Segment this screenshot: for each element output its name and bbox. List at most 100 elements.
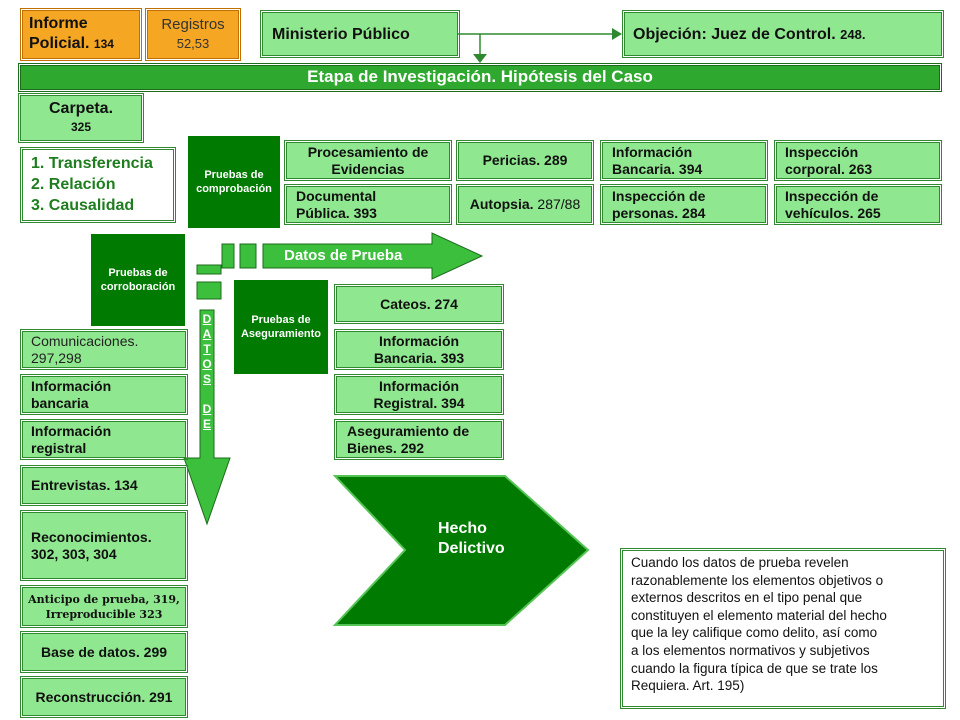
pruebas-corroboracion-box: Pruebas de corroboración <box>91 234 185 326</box>
datos-de-prueba-label: Datos de Prueba <box>284 247 403 264</box>
entrevistas-line1: Entrevistas. 134 <box>31 477 138 493</box>
ministerio-label: Ministerio Público <box>272 25 410 43</box>
aseguramiento-line1: Pruebas de <box>251 314 311 326</box>
etapa-banner: Etapa de Investigación. Hipótesis del Ca… <box>18 63 942 92</box>
datos-letter-o: O <box>202 357 212 371</box>
hecho-delictivo-label: Hecho Delictivo <box>438 519 505 559</box>
pruebas-comprobacion-box: Pruebas de comprobación <box>188 136 280 228</box>
corr-registral-line1: Información <box>31 422 112 439</box>
datos-letter-s: S <box>202 372 211 386</box>
connector-square-1 <box>221 243 235 269</box>
corr-bancaria-line1: Información <box>31 377 112 394</box>
hecho-line2: Delictivo <box>438 540 505 557</box>
objecion-label: Objeción: Juez de Control. <box>633 25 836 43</box>
corroboracion-line1: Pruebas de <box>108 267 168 279</box>
aseguramiento-item-informacion-registral: Información Registral. 394 <box>334 374 504 415</box>
connector-square-2 <box>239 243 257 269</box>
corroboracion-item-informacion-bancaria: Información bancaria <box>20 374 188 415</box>
datos-letter-t: T <box>203 342 211 356</box>
registros-line2: 52,53 <box>176 36 210 51</box>
insp-corporal-line1: Inspección <box>785 143 859 160</box>
objecion-num: 248. <box>840 26 866 42</box>
documental-line2: Pública. 393 <box>296 204 377 221</box>
autopsia-line1: Autopsia. <box>469 196 534 212</box>
reconstruccion-line1: Reconstrucción. 291 <box>35 688 173 705</box>
nota-line-5: que la ley califique como delito, así co… <box>631 625 878 641</box>
aseg-registral-line1: Información <box>378 377 460 394</box>
arrowhead-banner <box>473 54 487 63</box>
autopsia-line2: 287/88 <box>537 196 581 212</box>
hipotesis-causalidad: 3. Causalidad <box>31 197 135 214</box>
comunicaciones-line2: 297,298 <box>31 349 82 366</box>
cateos-line1: Cateos. 274 <box>380 295 458 312</box>
corroboracion-line2: corroboración <box>100 281 176 293</box>
arrowhead-objecion <box>612 28 622 40</box>
corroboracion-item-comunicaciones: Comunicaciones. 297,298 <box>20 329 188 370</box>
anticipo-line1: Anticipo de prueba, 319, <box>28 592 180 606</box>
ministerio-publico-box: Ministerio Público <box>260 10 460 58</box>
nota-line-2: razonablemente los elementos objetivos o <box>631 572 884 588</box>
informe-num: 134 <box>93 37 114 51</box>
comprobacion-item-inspeccion-vehiculos: Inspección de vehículos. 265 <box>774 184 942 225</box>
aseg-bancaria-line2: Bancaria. 393 <box>373 349 465 366</box>
comprobacion-item-documental: Documental Pública. 393 <box>284 184 452 225</box>
aseguramiento-line2: Aseguramiento <box>240 328 322 340</box>
nota-line-6: a los elementos normativos y subjetivos <box>631 642 870 658</box>
insp-vehiculos-line2: vehículos. 265 <box>785 204 881 221</box>
corr-bancaria-line2: bancaria <box>31 394 89 411</box>
corroboracion-item-informacion-registral: Información registral <box>20 419 188 460</box>
informe-policial-box: Informe Policial. 134 <box>20 8 142 61</box>
carpeta-line2: 325 <box>70 120 92 134</box>
insp-corporal-line2: corporal. 263 <box>785 160 873 177</box>
informe-line1: Informe <box>29 15 88 32</box>
hipotesis-relacion: 2. Relación <box>31 176 116 193</box>
corr-registral-line2: registral <box>31 439 87 456</box>
datos-letter-d2: D <box>202 402 212 416</box>
objecion-box: Objeción: Juez de Control. 248. <box>622 10 944 58</box>
corroboracion-item-reconocimientos: Reconocimientos. 302, 303, 304 <box>20 510 188 581</box>
anticipo-line2: Irreproducible 323 <box>45 607 163 621</box>
informe-line2: Policial. <box>29 35 90 52</box>
pericias-line1: Pericias. 289 <box>482 152 568 168</box>
procesamiento-line2: Evidencias <box>331 160 405 177</box>
comprobacion-item-inspeccion-corporal: Inspección corporal. 263 <box>774 140 942 181</box>
corroboracion-item-anticipo: Anticipo de prueba, 319, Irreproducible … <box>20 585 188 628</box>
aseg-bancaria-line1: Información <box>378 332 460 349</box>
nota-line-7: cuando la figura típica de que se trate … <box>631 660 878 676</box>
comprobacion-line1: Pruebas de <box>204 169 264 181</box>
comprobacion-item-pericias: Pericias. 289 <box>456 140 594 181</box>
carpeta-box: Carpeta. 325 <box>18 93 144 143</box>
aseguramiento-item-cateos: Cateos. 274 <box>334 284 504 324</box>
connector-square-3 <box>196 264 222 275</box>
datos-letter-e: E <box>202 417 211 431</box>
nota-line-3: externos descritos en el tipo penal que <box>631 590 863 606</box>
carpeta-line1: Carpeta. <box>48 100 114 117</box>
comprobacion-line2: comprobación <box>196 183 272 195</box>
info-bancaria-line2: Bancaria. 394 <box>612 160 703 177</box>
aseg-registral-line2: Registral. 394 <box>373 394 465 411</box>
nota-line-8: Requiera. Art. 195) <box>631 678 745 694</box>
datos-vertical-arrow <box>183 309 231 526</box>
comprobacion-item-informacion-bancaria: Información Bancaria. 394 <box>600 140 768 181</box>
registros-line1: Registros <box>161 16 225 33</box>
datos-vertical-label: D A T O S D E <box>198 312 216 432</box>
corroboracion-item-reconstruccion: Reconstrucción. 291 <box>20 676 188 718</box>
registros-box: Registros 52,53 <box>145 8 241 61</box>
comunicaciones-line1: Comunicaciones. <box>31 332 139 349</box>
corroboracion-item-entrevistas: Entrevistas. 134 <box>20 465 188 506</box>
reconocimientos-line1: Reconocimientos. <box>31 528 152 545</box>
insp-personas-line2: personas. 284 <box>612 204 706 221</box>
nota-line-1: Cuando los datos de prueba revelen <box>631 555 849 570</box>
bienes-line2: Bienes. 292 <box>347 439 425 456</box>
corroboracion-item-base-datos: Base de datos. 299 <box>20 631 188 673</box>
nota-line-4: constituyen el elemento material del hec… <box>631 607 887 623</box>
etapa-title: Etapa de Investigación. Hipótesis del Ca… <box>307 67 653 86</box>
procesamiento-line1: Procesamiento de <box>307 143 429 160</box>
aseguramiento-item-informacion-bancaria: Información Bancaria. 393 <box>334 329 504 370</box>
info-bancaria-line1: Información <box>612 143 693 160</box>
hecho-delictivo-shape <box>332 475 590 626</box>
base-datos-line1: Base de datos. 299 <box>40 643 168 660</box>
aseguramiento-item-bienes: Aseguramiento de Bienes. 292 <box>334 419 504 460</box>
documental-line1: Documental <box>296 187 377 204</box>
pruebas-aseguramiento-box: Pruebas de Aseguramiento <box>234 280 328 374</box>
